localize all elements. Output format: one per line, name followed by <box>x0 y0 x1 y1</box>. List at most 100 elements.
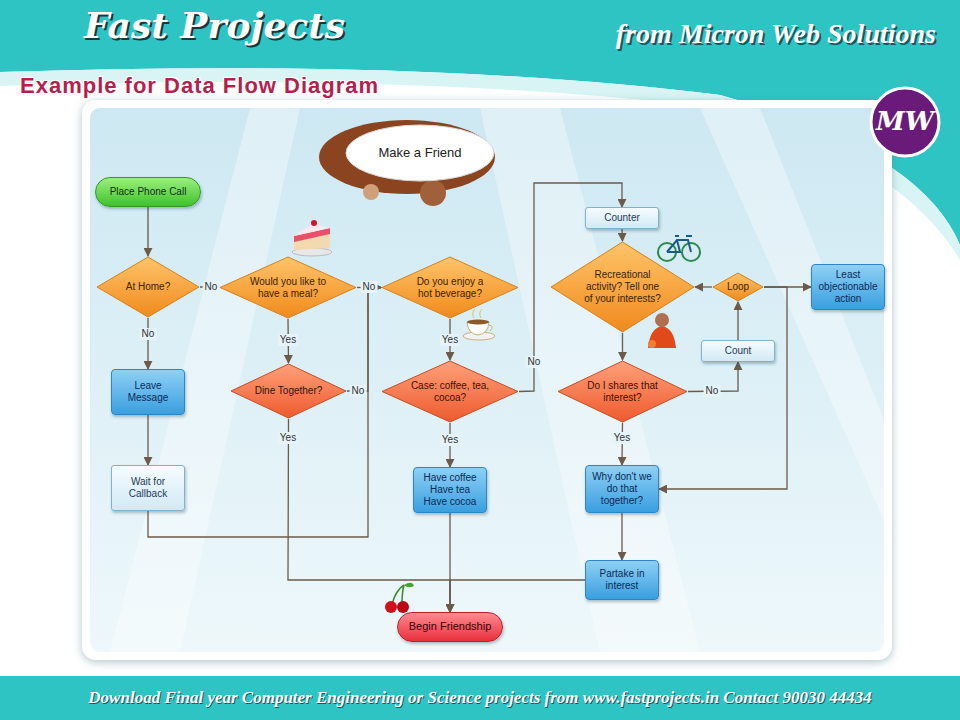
node-text: Recreational activity? Tell one of your … <box>581 269 665 305</box>
decision-diamond: At Home? <box>96 256 200 318</box>
decision-diamond: Loop <box>712 272 764 302</box>
node-text-group: Do you enjoy a hot beverage? <box>410 276 490 300</box>
node-text-group: Leave Message <box>117 380 179 404</box>
node-text-group: Count <box>725 345 752 357</box>
connector <box>147 415 148 465</box>
edge-label: No <box>203 281 220 293</box>
diamond-shape <box>97 257 199 317</box>
process-box: Counter <box>585 207 659 229</box>
node-text-group: Dine Together? <box>255 385 323 397</box>
edge-label: No <box>526 356 543 368</box>
node-text-group: Place Phone Call <box>110 186 187 198</box>
process-box: Why don't we do that together? <box>585 465 659 513</box>
header-subtitle: from Micron Web Solutions <box>616 18 936 50</box>
edge-label: No <box>140 328 157 340</box>
footer-caption: Download Final year Computer Engineering… <box>0 688 960 708</box>
node-text: Counter <box>604 212 640 224</box>
edge-label: No <box>350 385 367 397</box>
node-text: Least objectionable action <box>817 269 879 305</box>
connector <box>450 580 585 612</box>
connector <box>147 318 148 369</box>
edge-label: No <box>361 281 378 293</box>
decision-diamond: Case: coffee, tea, cocoa? <box>381 360 519 423</box>
node-text: Loop <box>727 281 749 293</box>
node-text: Leave Message <box>117 380 179 404</box>
node-text-group: Wait for Callback <box>117 476 179 500</box>
connector <box>737 302 738 340</box>
connector <box>695 286 712 287</box>
diagram-heading: Example for Data Flow Diagram <box>20 73 379 99</box>
connector <box>621 229 623 241</box>
footer-band <box>0 676 960 720</box>
coffee-cup-icon <box>463 309 495 340</box>
diamond-shape <box>382 361 518 422</box>
start-terminal: Place Phone Call <box>95 177 201 207</box>
end-terminal: Begin Friendship <box>397 612 503 642</box>
logo-circle <box>871 88 939 156</box>
node-text-group: At Home? <box>126 281 170 293</box>
node-text: Do I shares that interest? <box>585 380 661 404</box>
diamond-shape <box>231 364 346 418</box>
edge-label: No <box>704 385 721 397</box>
node-text: Make a Friend <box>378 145 461 161</box>
node-text-group: Do I shares that interest? <box>585 380 661 404</box>
node-text: At Home? <box>126 281 170 293</box>
node-text: Count <box>725 345 752 357</box>
node-text: Have coffee Have tea Have cocoa <box>419 472 481 508</box>
process-box: Least objectionable action <box>811 264 885 310</box>
connector <box>147 207 148 256</box>
edge-label: Yes <box>440 434 460 446</box>
bicycle-icon <box>658 236 700 261</box>
node-text: Case: coffee, tea, cocoa? <box>410 380 490 404</box>
process-box: Leave Message <box>111 369 185 415</box>
start-bubble: Make a Friend <box>345 124 495 182</box>
panel-ground <box>90 108 884 652</box>
diamond-shape <box>713 273 763 301</box>
decision-diamond: Would you like to have a meal? <box>219 256 357 319</box>
cherries-icon <box>385 583 414 613</box>
connector <box>288 419 450 612</box>
node-text-group: Partake in interest <box>591 568 653 592</box>
process-box: Wait for Callback <box>111 465 185 511</box>
person-icon <box>648 313 676 348</box>
node-text-group: Counter <box>604 212 640 224</box>
decision-diamond: Do you enjoy a hot beverage? <box>381 256 519 319</box>
node-text-group: Would you like to have a meal? <box>248 276 328 300</box>
diamond-shape <box>382 257 518 318</box>
diamond-shape <box>220 257 356 318</box>
node-text-group: Make a Friend <box>378 145 461 161</box>
edge-label: Yes <box>612 432 632 444</box>
node-text: Why don't we do that together? <box>591 471 653 507</box>
process-box: Partake in interest <box>585 560 659 600</box>
panel <box>82 100 892 660</box>
page-title: Fast Projects <box>84 4 345 46</box>
process-box: Have coffee Have tea Have cocoa <box>413 467 487 513</box>
decision-diamond: Do I shares that interest? <box>557 360 688 423</box>
node-text: Begin Friendship <box>409 620 492 633</box>
node-text: Wait for Callback <box>117 476 179 500</box>
edge-label: Yes <box>278 334 298 346</box>
light-rays <box>110 108 884 652</box>
node-text-group: Have coffee Have tea Have cocoa <box>419 472 481 508</box>
node-text-group: Recreational activity? Tell one of your … <box>581 269 665 305</box>
node-text: Place Phone Call <box>110 186 187 198</box>
edge-label: Yes <box>278 432 298 444</box>
decision-diamond: Dine Together? <box>230 363 347 419</box>
decision-diamond: Recreational activity? Tell one of your … <box>550 241 695 333</box>
node-text-group: Least objectionable action <box>817 269 879 305</box>
connector <box>621 423 623 465</box>
logo-letters: MW <box>872 106 938 136</box>
node-text-group: Case: coffee, tea, cocoa? <box>410 380 490 404</box>
node-text-group: Why don't we do that together? <box>591 471 653 507</box>
node-text: Would you like to have a meal? <box>248 276 328 300</box>
diamond-shape <box>551 242 694 332</box>
diamond-shape <box>558 361 687 422</box>
edge-label: Yes <box>440 334 460 346</box>
cake-icon <box>292 220 332 256</box>
thought-cloud <box>319 120 495 206</box>
connector <box>621 513 622 560</box>
node-text: Partake in interest <box>591 568 653 592</box>
connector <box>347 287 381 391</box>
process-box: Count <box>701 340 775 362</box>
